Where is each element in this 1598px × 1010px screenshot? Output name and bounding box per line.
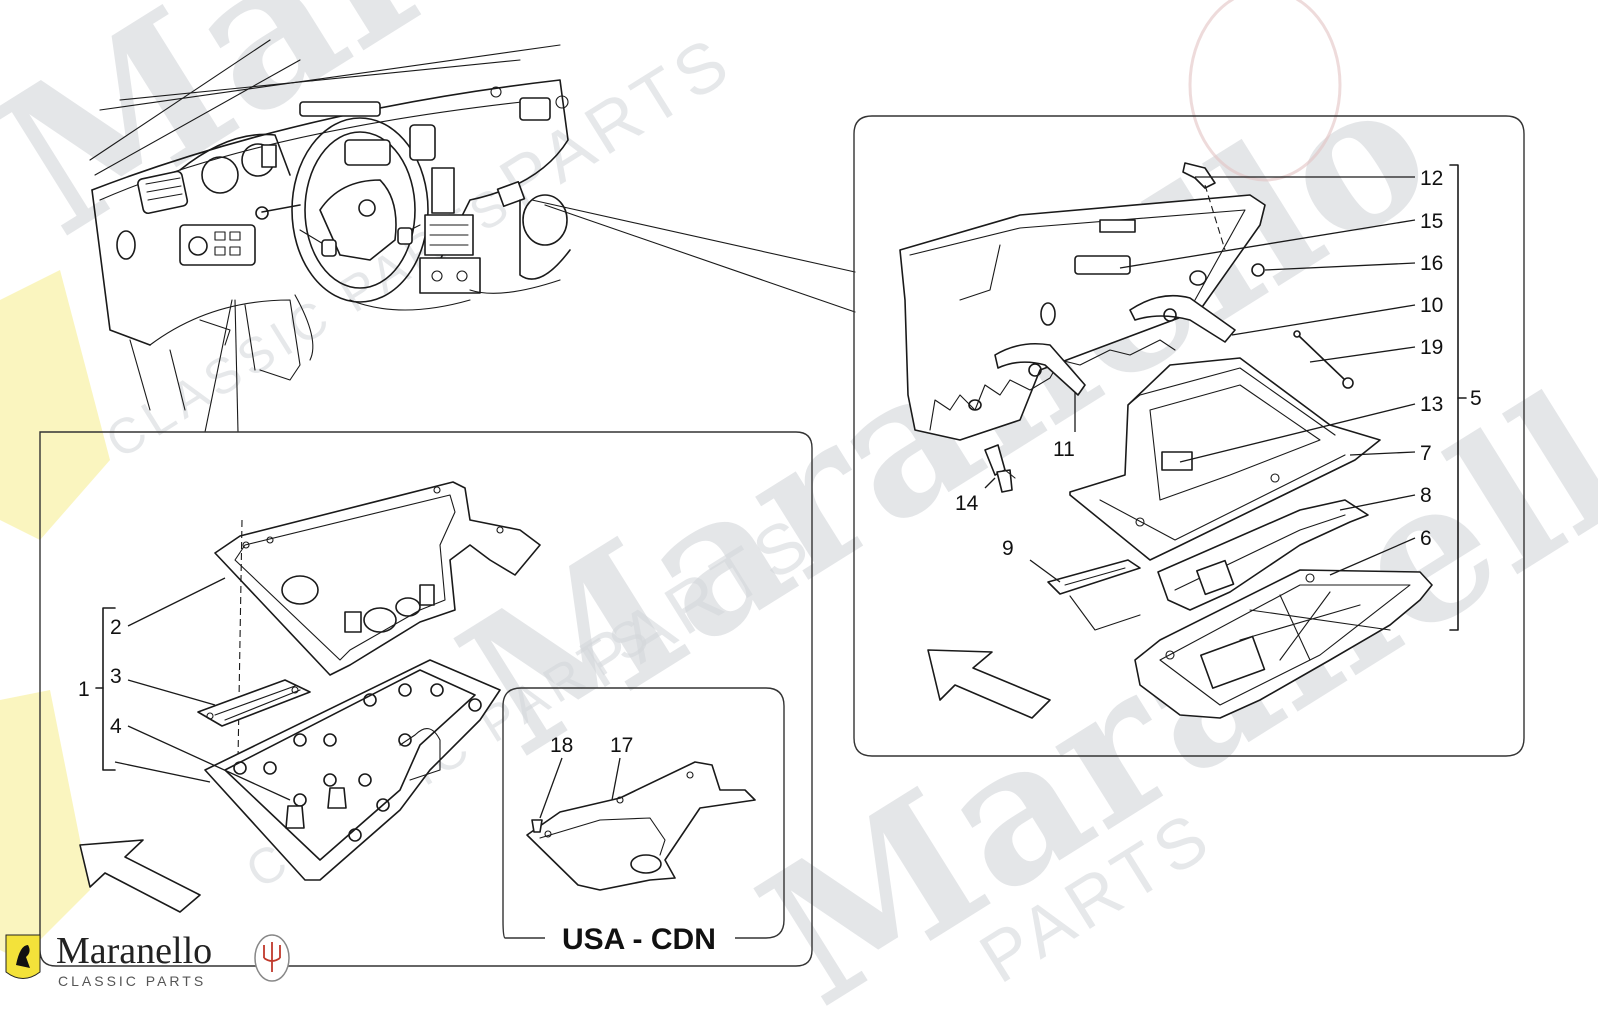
direction-arrow-right <box>927 649 1051 719</box>
callout-17: 17 <box>610 734 633 757</box>
screw-part-18 <box>531 819 543 833</box>
callout-11: 11 <box>1053 438 1075 461</box>
brand-subtitle: CLASSIC PARTS <box>58 973 206 989</box>
dashboard-overview <box>89 39 856 433</box>
callout-2: 2 <box>110 616 122 639</box>
glovebox-part-7 <box>1069 357 1381 561</box>
brand-logo: Maranello CLASSIC PARTS <box>5 930 290 989</box>
detail-frame-right <box>853 115 1525 757</box>
callout-10: 10 <box>1420 294 1443 317</box>
glovebox-lid-part-6 <box>1134 569 1433 719</box>
rod-part-19 <box>1297 334 1346 381</box>
damper-part-11 <box>994 342 1086 396</box>
clip-part-12 <box>1182 162 1216 189</box>
callout-18: 18 <box>550 734 573 757</box>
hinge-detail <box>1064 567 1126 586</box>
callout-3: 3 <box>110 665 122 688</box>
callout-6: 6 <box>1420 527 1432 550</box>
damper-part-10 <box>1129 294 1236 343</box>
watermark-shield-fragment <box>0 690 90 960</box>
glovebox-housing-part-5 <box>899 162 1354 441</box>
lock-mechanism-part-8 <box>1157 499 1369 611</box>
callout-1: 1 <box>78 678 90 701</box>
callout-14: 14 <box>955 492 979 515</box>
hinge-guide-line <box>1069 595 1141 631</box>
watermark-badge-fragment <box>1188 0 1342 182</box>
usa-cdn-inset: USA - CDN 18 17 <box>502 687 785 956</box>
latch-part-15 <box>1074 255 1131 275</box>
callout-13: 13 <box>1420 393 1443 416</box>
watermark-parts: PARTS <box>487 20 746 222</box>
watermark-shield-fragment <box>0 270 110 540</box>
direction-arrow-left <box>79 839 201 913</box>
callout-4: 4 <box>110 715 122 738</box>
bracket-group-1 <box>102 607 116 771</box>
region-label-usa-cdn: USA - CDN <box>562 923 716 956</box>
callout-7: 7 <box>1420 442 1432 465</box>
trident-glyph <box>263 942 281 972</box>
leader-lines-left <box>114 577 291 801</box>
prancing-horse-glyph <box>16 945 30 968</box>
pin-part-16 <box>1251 263 1265 277</box>
detail-frame-left <box>39 431 813 967</box>
callout-19: 19 <box>1420 336 1443 359</box>
leader-lines-right <box>984 176 1416 583</box>
callout-8: 8 <box>1420 484 1432 507</box>
sensor-part-14 <box>984 444 1016 493</box>
callout-16: 16 <box>1420 252 1443 275</box>
callout-5: 5 <box>1470 387 1482 410</box>
cover-part-17 <box>526 761 756 891</box>
brand-name: Maranello <box>56 930 212 972</box>
callout-15: 15 <box>1420 210 1443 233</box>
callout-12: 12 <box>1420 167 1443 190</box>
glovebox-tray-part-4 <box>204 659 501 881</box>
hinge-part-3 <box>197 679 311 727</box>
callout-9: 9 <box>1002 537 1014 560</box>
glovebox-lid-part-2 <box>214 481 541 761</box>
